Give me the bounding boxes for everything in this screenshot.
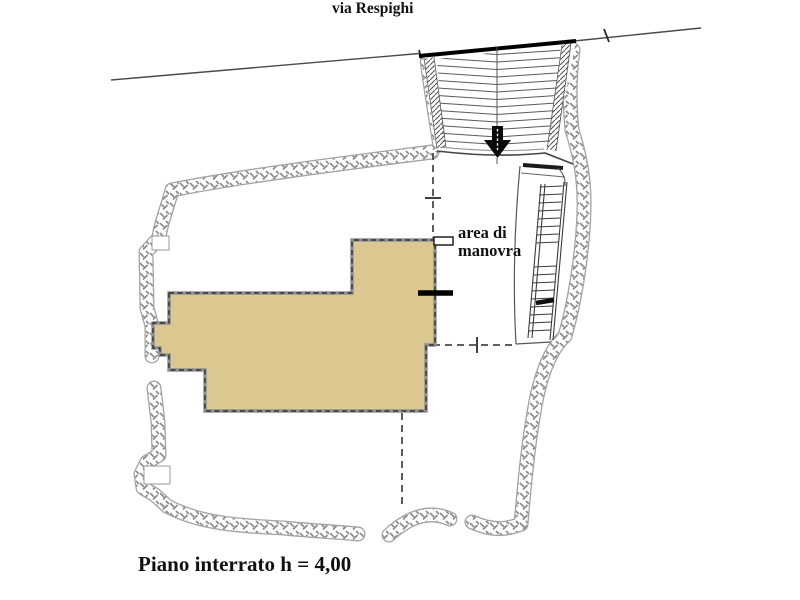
ramp-wall-right bbox=[547, 43, 572, 151]
stair-landing-mark bbox=[535, 297, 555, 306]
access-ramp bbox=[418, 39, 577, 165]
floor-caption: Piano interrato h = 4,00 bbox=[138, 552, 351, 576]
maneuver-area-label-line1: area di bbox=[458, 223, 507, 242]
excavation-boundary bbox=[141, 50, 584, 535]
boundary-notch bbox=[151, 235, 170, 251]
staircase bbox=[513, 163, 568, 345]
ramp-hatching bbox=[437, 45, 561, 147]
street-label: via Respighi bbox=[332, 0, 414, 17]
building-footprint bbox=[151, 238, 437, 413]
road-line bbox=[110, 27, 702, 81]
boundary-notch bbox=[143, 465, 171, 485]
ramp-wall-left bbox=[424, 57, 447, 149]
opening-marker bbox=[433, 236, 454, 246]
stair-treads bbox=[528, 185, 563, 332]
entry-arrow-icon bbox=[484, 126, 511, 158]
maneuver-area-label-line2: manovra bbox=[458, 241, 521, 260]
